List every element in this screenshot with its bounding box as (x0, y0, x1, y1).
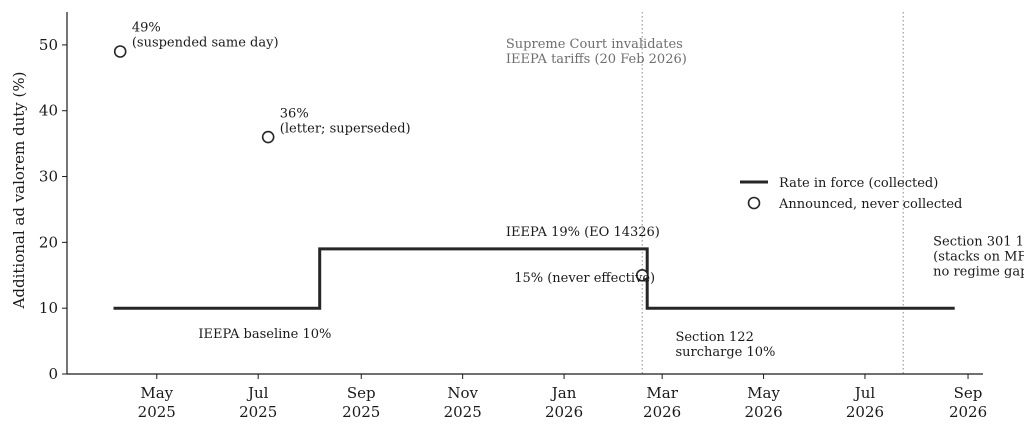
series-layer (113, 45, 955, 310)
annotation-a49: 49% (132, 21, 161, 36)
annotation-s301: Section 301 10% (933, 235, 1024, 250)
annotation-scotus: IEEPA tariffs (20 Feb 2026) (506, 52, 687, 67)
x-tick-label: Sep (347, 384, 376, 402)
annotation-s301: no regime gap) (933, 265, 1024, 280)
x-tick-label: Jan (550, 384, 577, 402)
x-tick-label: 2025 (239, 403, 277, 421)
x-tick-label: Sep (954, 384, 983, 402)
annotation-a36: 36% (280, 106, 309, 121)
x-tick-label: May (140, 384, 173, 402)
x-tick-label: 2025 (342, 403, 380, 421)
y-tick-label: 20 (39, 233, 58, 251)
x-tick-label: 2025 (138, 403, 176, 421)
annotation-s122: Section 122 (675, 330, 753, 345)
x-tick-label: Jul (853, 384, 876, 402)
reference-lines (641, 12, 904, 374)
y-axis-label: Additional ad valorem duty (%) (10, 72, 28, 310)
x-tick-label: 2026 (545, 403, 583, 421)
x-tick-label: 2026 (949, 403, 987, 421)
annotation-a49: (suspended same day) (132, 36, 279, 51)
x-tick-label: May (747, 384, 780, 402)
x-tick-label: 2026 (744, 403, 782, 421)
annotation-scotus: Supreme Court invalidates (506, 37, 683, 52)
x-tick-label: Nov (447, 384, 478, 402)
legend-label: Rate in force (collected) (779, 176, 938, 191)
x-tick-label: 2026 (846, 403, 884, 421)
annotation-baseline: IEEPA baseline 10% (198, 327, 331, 342)
annotation-ieepa19: IEEPA 19% (EO 14326) (506, 225, 660, 240)
x-tick-label: 2026 (643, 403, 681, 421)
legend-marker-swatch (747, 196, 761, 210)
rate-in-force-line (113, 247, 955, 310)
legend-label: Announced, never collected (778, 197, 962, 212)
annotation-a36: (letter; superseded) (280, 121, 411, 136)
x-tick-label: Jul (246, 384, 269, 402)
annotations: 49%(suspended same day) 36%(letter; super… (132, 21, 1024, 360)
announced-marker (635, 268, 649, 282)
y-tick-label: 0 (48, 365, 58, 383)
y-tick-label: 30 (39, 168, 58, 186)
y-tick-label: 10 (39, 299, 58, 317)
announced-marker (113, 45, 127, 58)
annotation-never15: 15% (never effective) (514, 271, 655, 286)
x-tick-label: Mar (646, 384, 678, 402)
announced-marker (261, 130, 275, 144)
x-tick-label: 2025 (444, 403, 482, 421)
y-tick-label: 40 (39, 102, 58, 120)
axes: 01020304050May2025Jul2025Sep2025Nov2025J… (39, 12, 987, 421)
legend: Rate in force (collected) Announced, neve… (740, 176, 962, 212)
annotation-s301: (stacks on MFN, (933, 250, 1024, 265)
annotation-s122: surcharge 10% (675, 345, 775, 360)
y-tick-label: 50 (39, 36, 58, 54)
